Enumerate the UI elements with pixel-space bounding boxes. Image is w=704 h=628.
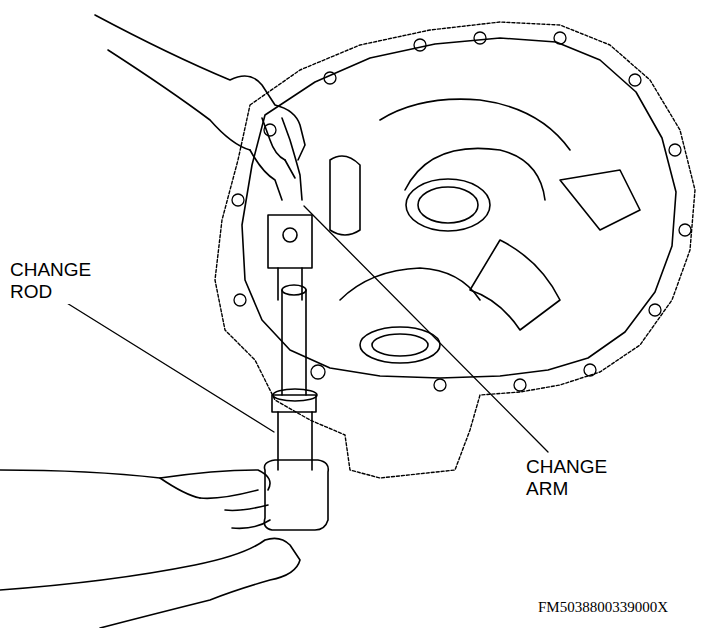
part-label: CHANGE ARM [524, 455, 609, 501]
part-label: CHANGE ROD [8, 258, 93, 304]
figure-code: FM5038800339000X [536, 598, 670, 617]
